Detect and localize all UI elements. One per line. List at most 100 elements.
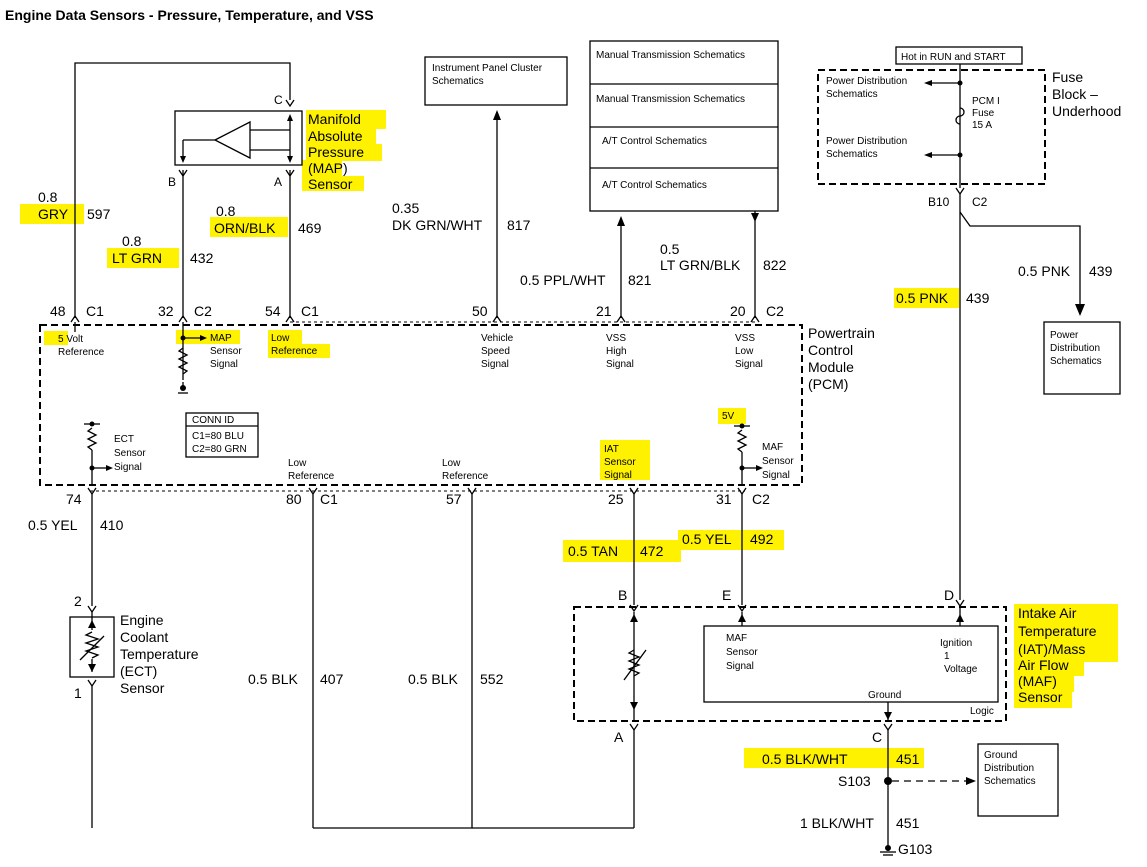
- mt-schematic-ref-1[interactable]: Manual Transmission Schematics: [596, 50, 745, 61]
- svg-text:Module: Module: [808, 359, 854, 375]
- svg-text:Instrument Panel Cluster: Instrument Panel Cluster: [432, 63, 543, 74]
- svg-text:Signal: Signal: [114, 462, 142, 473]
- map-name-4: (MAP): [308, 160, 348, 176]
- w817-circuit: 817: [507, 217, 531, 233]
- svg-text:Ignition: Ignition: [940, 638, 972, 649]
- svg-text:E: E: [722, 587, 731, 603]
- svg-text:High: High: [606, 346, 627, 357]
- svg-text:20: 20: [730, 303, 746, 319]
- svg-text:Sensor: Sensor: [726, 647, 758, 658]
- svg-text:Engine: Engine: [120, 612, 164, 628]
- svg-text:80: 80: [286, 491, 302, 507]
- hot-label: Hot in RUN and START: [901, 52, 1006, 63]
- at-schematic-ref-2[interactable]: A/T Control Schematics: [602, 180, 707, 191]
- svg-text:Logic: Logic: [970, 706, 994, 717]
- svg-text:Coolant: Coolant: [120, 629, 168, 645]
- svg-text:31: 31: [716, 491, 732, 507]
- w439b-label: 0.5 PNK: [1018, 263, 1071, 279]
- transmission-schematic-refs: Manual Transmission Schematics Manual Tr…: [589, 40, 779, 212]
- ground-circuit: 0.5 BLK/WHT 451 S103 1 BLK/WHT 451 G103: [762, 730, 976, 857]
- svg-text:2: 2: [74, 593, 82, 609]
- svg-text:Reference: Reference: [288, 471, 335, 482]
- w432-size: 0.8: [122, 233, 142, 249]
- w552-circuit: 552: [480, 671, 504, 687]
- svg-text:Block –: Block –: [1052, 86, 1098, 102]
- svg-text:21: 21: [596, 303, 612, 319]
- svg-text:Speed: Speed: [481, 346, 510, 357]
- w407-circuit: 407: [320, 671, 344, 687]
- svg-text:C1: C1: [86, 303, 104, 319]
- svg-text:C2: C2: [752, 491, 770, 507]
- svg-text:Vehicle: Vehicle: [481, 333, 514, 344]
- svg-text:IAT: IAT: [604, 444, 619, 455]
- svg-text:CONN ID: CONN ID: [192, 415, 234, 426]
- w492-label: 0.5 YEL: [682, 531, 732, 547]
- mt-schematic-ref-2[interactable]: Manual Transmission Schematics: [596, 94, 745, 105]
- svg-text:C2: C2: [194, 303, 212, 319]
- w439b-circuit: 439: [1089, 263, 1113, 279]
- w432-color: LT GRN: [112, 250, 162, 266]
- svg-text:D: D: [944, 587, 954, 603]
- svg-text:(ECT): (ECT): [120, 663, 157, 679]
- svg-text:Signal: Signal: [735, 359, 763, 370]
- svg-text:Sensor: Sensor: [210, 346, 242, 357]
- w597-color: GRY: [38, 206, 69, 222]
- svg-text:B: B: [618, 587, 627, 603]
- svg-text:Voltage: Voltage: [944, 664, 978, 675]
- svg-text:Power Distribution: Power Distribution: [826, 76, 907, 87]
- map-name-2: Absolute: [308, 128, 363, 144]
- map-sensor: C B A Manifold Absolute Pressure (MAP) S…: [168, 93, 364, 192]
- w451b-circuit: 451: [896, 815, 920, 831]
- highlights: [20, 110, 1118, 768]
- w451b-label: 1 BLK/WHT: [800, 815, 874, 831]
- svg-text:Low: Low: [288, 458, 307, 469]
- svg-text:Power Distribution: Power Distribution: [826, 136, 907, 147]
- svg-text:Air Flow: Air Flow: [1018, 657, 1069, 673]
- svg-text:Signal: Signal: [762, 470, 790, 481]
- ground-distribution-ref[interactable]: Ground Distribution Schematics: [977, 743, 1059, 817]
- page-title: Engine Data Sensors - Pressure, Temperat…: [5, 7, 374, 23]
- wires-left: [74, 62, 295, 318]
- svg-text:Sensor: Sensor: [762, 456, 794, 467]
- pcm-module: Powertrain Control Module (PCM) 48 C1 32…: [39, 303, 875, 507]
- svg-text:VSS: VSS: [735, 333, 755, 344]
- ect-sensor: 2 1 Engine Coolant Temperature (ECT) Sen…: [69, 593, 199, 828]
- svg-text:48: 48: [50, 303, 66, 319]
- svg-text:Control: Control: [808, 342, 853, 358]
- map-pin-c: C: [274, 93, 283, 107]
- svg-text:Underhood: Underhood: [1052, 103, 1121, 119]
- svg-text:C1: C1: [320, 491, 338, 507]
- svg-text:57: 57: [446, 491, 462, 507]
- w822-circuit: 822: [763, 257, 787, 273]
- w410-circuit: 410: [100, 517, 124, 533]
- fuse-block: Hot in RUN and START Power Distribution …: [817, 46, 1121, 209]
- w492-circuit: 492: [750, 531, 774, 547]
- svg-text:ECT: ECT: [114, 434, 134, 445]
- svg-text:(MAF): (MAF): [1018, 673, 1057, 689]
- w552-label: 0.5 BLK: [408, 671, 458, 687]
- svg-text:C1: C1: [301, 303, 319, 319]
- svg-text:(PCM): (PCM): [808, 376, 848, 392]
- at-schematic-ref-1[interactable]: A/T Control Schematics: [602, 136, 707, 147]
- svg-text:C1=80 BLU: C1=80 BLU: [192, 431, 244, 442]
- svg-text:1: 1: [944, 651, 950, 662]
- svg-text:Signal: Signal: [604, 470, 632, 481]
- ipc-schematic-ref[interactable]: Instrument Panel Cluster Schematics: [424, 56, 568, 106]
- w597-circuit: 597: [87, 206, 111, 222]
- splice-label: S103: [838, 773, 871, 789]
- svg-text:Ground: Ground: [868, 690, 901, 701]
- svg-text:Sensor: Sensor: [1018, 689, 1063, 705]
- map-pin-b: B: [168, 175, 176, 189]
- svg-text:Schematics: Schematics: [432, 76, 484, 87]
- svg-text:Ground: Ground: [984, 750, 1017, 761]
- power-distribution-ref[interactable]: Power Distribution Schematics: [1043, 321, 1121, 395]
- w469-color: ORN/BLK: [214, 220, 276, 236]
- wires-bottom: [91, 494, 743, 829]
- svg-text:(IAT)/Mass: (IAT)/Mass: [1018, 641, 1085, 657]
- w410-label: 0.5 YEL: [28, 517, 78, 533]
- svg-text:Distribution: Distribution: [1050, 343, 1100, 354]
- svg-text:Reference: Reference: [58, 347, 105, 358]
- svg-text:Reference: Reference: [442, 471, 489, 482]
- svg-text:Low: Low: [442, 458, 461, 469]
